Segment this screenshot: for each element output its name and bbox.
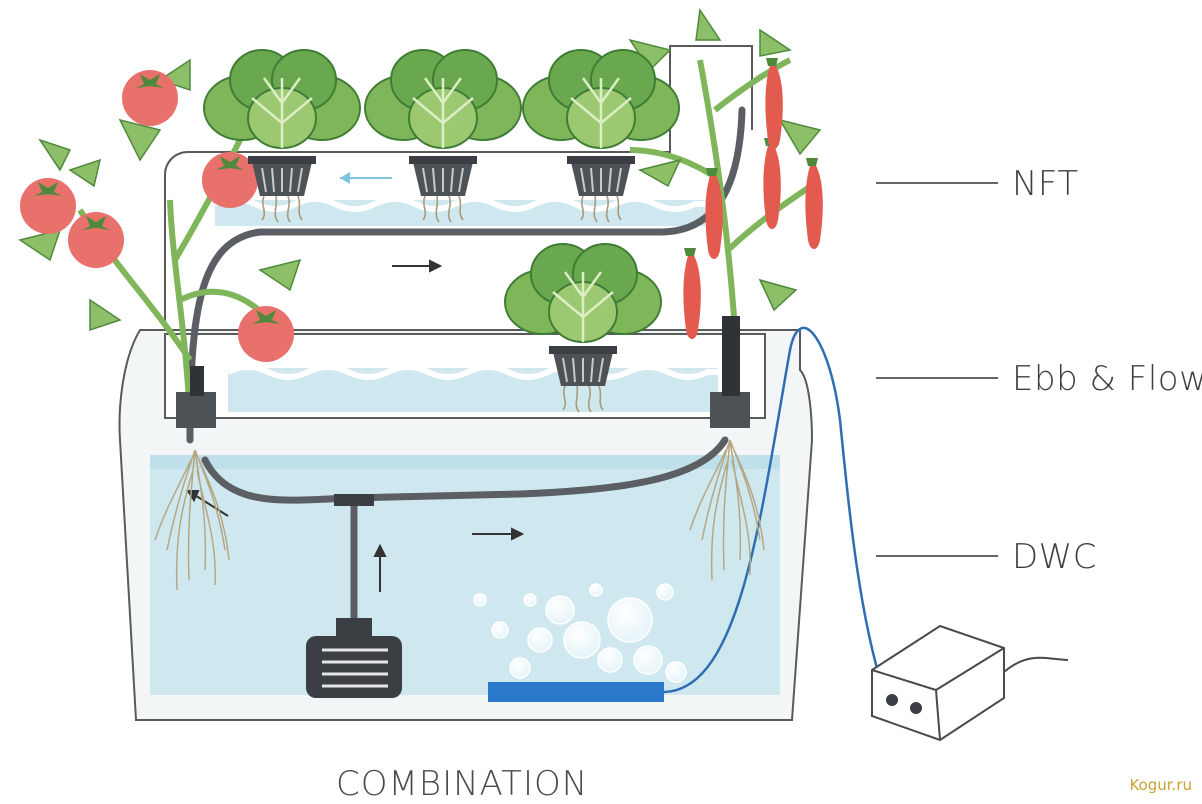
air-bubbles <box>473 583 687 683</box>
flow-arrows <box>186 259 525 592</box>
ebb-flow-tray <box>164 333 766 419</box>
label-ebb-flow: Ebb & Flow <box>1012 359 1202 399</box>
nft-lettuce-3 <box>521 48 681 223</box>
water-pump <box>306 618 402 698</box>
water-tubing <box>186 106 746 644</box>
air-pump <box>871 624 1069 742</box>
air-stone <box>488 682 664 702</box>
label-nft: NFT <box>1012 164 1079 204</box>
label-dwc: DWC <box>1012 537 1098 577</box>
nft-lettuce-2 <box>363 48 523 223</box>
label-leader-lines <box>876 182 998 557</box>
pepper-plant <box>628 7 823 581</box>
tee-connector <box>334 494 374 506</box>
air-line <box>663 326 887 696</box>
watermark: Kogur.ru <box>1129 776 1192 794</box>
diagram-title: COMBINATION <box>336 764 589 804</box>
